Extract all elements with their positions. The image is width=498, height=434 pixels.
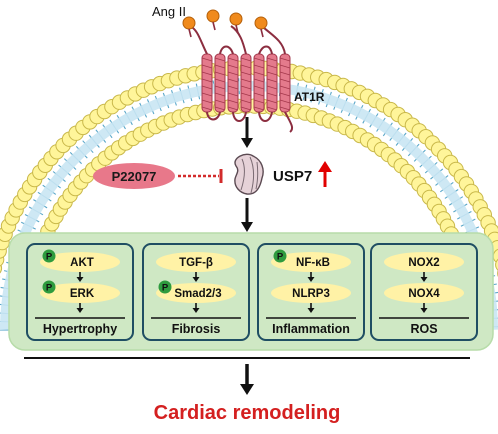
molecule-label: NLRP3 bbox=[292, 288, 330, 300]
ang-ii-ligand bbox=[229, 12, 243, 26]
phosphorylation-label: P bbox=[46, 283, 53, 294]
molecule-ellipse bbox=[384, 283, 464, 303]
usp7-protein-icon bbox=[234, 153, 264, 195]
receptor-helix bbox=[227, 53, 239, 113]
pathway-outcome-label: Fibrosis bbox=[172, 322, 221, 336]
ang-ii-ligand bbox=[254, 16, 268, 30]
phosphorylation-icon bbox=[158, 280, 172, 294]
receptor-helix bbox=[214, 53, 226, 113]
pathway-outcome-label: ROS bbox=[410, 322, 437, 336]
inhibitor-label: P22077 bbox=[112, 169, 157, 184]
pathway-outcome-label: Hypertrophy bbox=[43, 322, 117, 336]
lipid-head bbox=[495, 258, 498, 271]
arrow-head-1 bbox=[241, 138, 253, 148]
p22077-pill bbox=[93, 163, 175, 189]
receptor-helix bbox=[240, 53, 252, 113]
molecule-ellipse bbox=[40, 252, 120, 272]
arrow-head-2 bbox=[241, 222, 253, 232]
receptor-helix bbox=[253, 53, 265, 113]
molecule-ellipse bbox=[271, 252, 351, 272]
phosphorylation-icon bbox=[42, 249, 56, 263]
usp7-label: USP7 bbox=[273, 168, 312, 185]
molecule-ellipse bbox=[40, 283, 120, 303]
receptor-helix bbox=[266, 53, 278, 113]
phosphorylation-icon bbox=[273, 249, 287, 263]
phosphorylation-icon bbox=[42, 280, 56, 294]
arrow-head-3 bbox=[240, 384, 254, 395]
ang-ii-ligand bbox=[206, 9, 220, 23]
molecule-label: NOX4 bbox=[408, 288, 440, 300]
receptor-helix bbox=[279, 53, 291, 113]
pathway-box-1: AKT P ERK P Hypertrophy bbox=[26, 243, 134, 341]
final-outcome-label: Cardiac remodeling bbox=[154, 402, 341, 424]
molecule-label: NF-κB bbox=[296, 257, 330, 269]
molecule-label: Smad2/3 bbox=[174, 288, 221, 300]
molecule-ellipse bbox=[384, 252, 464, 272]
molecule-ellipse bbox=[156, 252, 236, 272]
molecule-label: AKT bbox=[70, 257, 94, 269]
receptor-helix bbox=[201, 53, 213, 113]
phosphorylation-label: P bbox=[277, 252, 284, 263]
ang-ii-ligands bbox=[182, 9, 268, 38]
molecule-label: TGF-β bbox=[179, 257, 213, 269]
at1r-receptor bbox=[189, 25, 294, 133]
molecule-ellipse bbox=[271, 283, 351, 303]
molecule-label: ERK bbox=[70, 288, 95, 300]
receptor-label: AT1R bbox=[294, 90, 325, 104]
molecule-ellipse bbox=[156, 283, 236, 303]
pathway-outcome-label: Inflammation bbox=[272, 322, 350, 336]
phosphorylation-label: P bbox=[46, 252, 53, 263]
ligand-label: Ang II bbox=[152, 4, 186, 19]
molecule-label: NOX2 bbox=[408, 257, 439, 269]
upregulation-arrow-icon bbox=[318, 161, 332, 187]
phosphorylation-label: P bbox=[162, 283, 169, 294]
